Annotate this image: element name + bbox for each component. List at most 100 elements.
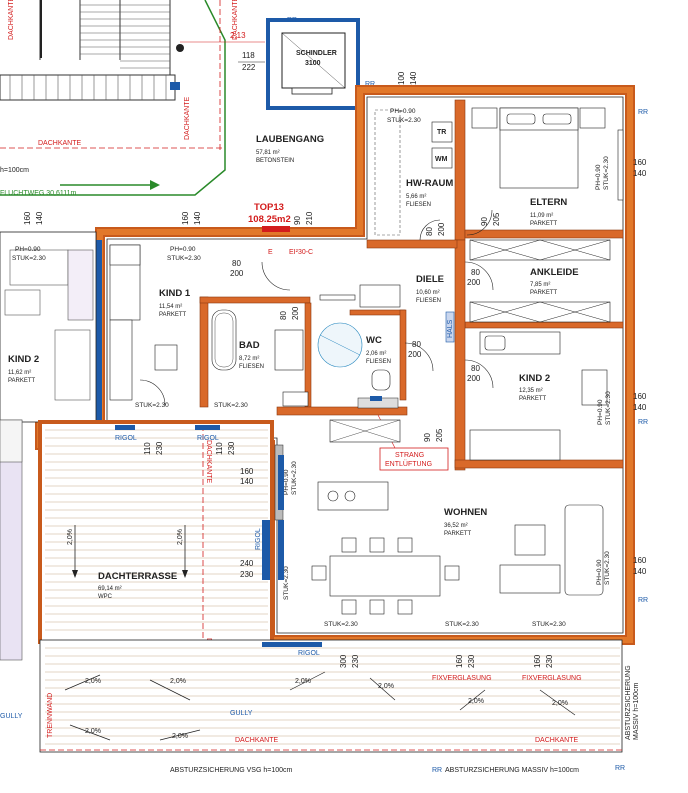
ankleide-area: 7,85 m² [530,282,550,288]
stuk-wohnen-5: STUK=2.30 [604,551,611,585]
dim-140-kind2: 140 [633,403,647,412]
strang-label-1: STRANG [395,452,424,459]
rr-kind2: RR [638,419,648,426]
wohnen-floor: PARKETT [444,531,472,537]
dim-230-lower-3: 230 [545,654,554,668]
dim-160-terrace: 160 [240,467,254,476]
kind2-right-area: 12,35 m² [519,388,543,394]
dim-140-kind1: 140 [193,211,202,225]
slope-lower-3: 2,0% [295,678,311,685]
strang-label-2: ENTLÜFTUNG [385,460,432,468]
rr-label-elevator-2: RR [365,81,375,88]
fixverglasung-2: FIXVERGLASUNG [522,675,582,682]
bad-name: BAD [239,340,260,351]
dachkante-bottom-1: DACHKANTE [235,737,279,744]
elevator-dim-red: 2,13 [230,31,246,40]
dim-200-wc: 200 [408,350,422,359]
stuk-kind1: STUK=2.30 [167,255,201,262]
dim-160-left: 160 [23,211,32,225]
wm-label: WM [435,156,448,163]
dim-160-kind1: 160 [181,211,190,225]
slope-lower-2: 2,0% [170,678,186,685]
dim-200-bad: 200 [291,306,300,320]
dim-200-hw: 200 [437,222,446,236]
dachkante-label-4: DACHKANTE [232,0,239,40]
neighbor-room: KIND 2 11,62 m² PARKETT [0,231,97,661]
dim-205-kind2: 205 [435,428,444,442]
bad-area: 8,72 m² [239,356,259,362]
hw-raum-area: 5,66 m² [406,194,426,200]
rigol-lower: RIGOL [298,650,320,657]
dachterrasse-name: DACHTERRASSE [98,571,177,582]
wohnen: WOHNEN 36,52 m² PARKETT STUK=2.30 STUK=2… [278,419,647,628]
dim-205-eltern: 205 [492,212,501,226]
elevator-name: SCHINDLER [296,50,337,57]
kind1: KIND 1 11,54 m² PARKETT PH=0.90 STUK=2.3… [12,211,202,409]
wc-area: 2,06 m² [366,351,386,357]
dim-140-hw: 140 [409,71,418,85]
stuk-wohnen-4: STUK=2.30 [283,566,290,600]
wc-floor: FLIESEN [366,359,391,365]
dim-80-ankleide: 80 [471,268,480,277]
ph-kind2: PH=0.90 [597,399,604,425]
kind2-left-name: KIND 2 [8,354,39,365]
dim-140-left: 140 [35,211,44,225]
hals-label: HALS [447,319,454,338]
laubengang-edge [0,0,226,196]
rr-bottom: RR [615,765,625,772]
ei30-label: EI²30-C [289,249,313,256]
dim-230-lower-2: 230 [467,654,476,668]
stuk-hw: STUK=2.30 [387,117,421,124]
dachkante-terrace-1: DACHKANTE [205,440,212,484]
dachkante-top: DACHKANTE DACHKANTE DACHKANTE DACHKANTE [0,0,239,150]
kind2-left-floor: PARKETT [8,378,36,384]
dim-160-wohnen: 160 [633,556,647,565]
wc: WC 2,06 m² FLIESEN 80 200 [317,322,434,401]
dachkante-label-1: DACHKANTE [38,140,82,147]
dim-230-terrace: 230 [240,570,254,579]
elevator-dim-top: 118 [242,51,255,60]
dim-230-terrace-3: 230 [227,441,236,455]
ph-eltern: PH=0.90 [595,164,602,190]
tr-label: TR [437,129,446,136]
bad-floor: FLIESEN [239,364,264,370]
slope-lower-8: 2,0% [172,733,188,740]
width-label: h=100cm [0,167,29,174]
dim-140-wohnen: 140 [633,567,647,576]
kind1-name: KIND 1 [159,288,191,299]
dim-80-entry: 80 [232,259,241,268]
kind2-right: KIND 2 12,35 m² PARKETT 80 200 PH=0.90 S… [423,331,647,461]
dachkante-bottom-2: DACHKANTE [535,737,579,744]
bad: BAD 8,72 m² FLIESEN 80 200 STUK=2.30 [211,306,309,409]
laubengang-floor: BETONSTEIN [256,158,294,164]
rigol-1: RIGOL [115,435,137,442]
fluchtweg-label: FLUCHTWEG 30,6111m [0,190,77,197]
stuk-kind1-b: STUK=2.30 [135,402,169,409]
diele-name: DIELE [416,274,444,285]
dim-160-kind2: 160 [633,392,647,401]
fixverglasung-1: FIXVERGLASUNG [432,675,492,682]
entrance: TOP13 108.25m2 90 210 E EI²30-C 80 200 [230,202,314,291]
laubengang-room: LAUBENGANG 57,81 m² BETONSTEIN [256,134,324,164]
dim-90-kind2: 90 [423,433,432,442]
dim-160-lower-2: 160 [533,654,542,668]
ankleide-floor: PARKETT [530,290,558,296]
dim-200-ankleide: 200 [467,278,481,287]
ankleide: ANKLEIDE 7,85 m² PARKETT 80 200 [464,239,611,323]
dim-200-kind2: 200 [467,374,481,383]
kind2-right-name: KIND 2 [519,373,550,384]
rigol-2: RIGOL [197,435,219,442]
dim-160-eltern: 160 [633,158,647,167]
rr-wohnen: RR [638,597,648,604]
rr-label-elevator: RR [287,17,297,24]
eltern-floor: PARKETT [530,221,558,227]
dim-80-bad: 80 [279,311,288,320]
drain-marker [170,82,180,90]
dachkante-label-2: DACHKANTE [184,96,191,140]
dim-80-hw: 80 [425,227,434,236]
elevator-dim-bottom: 222 [242,63,256,72]
dim-160-lower: 160 [455,654,464,668]
hw-raum: TR WM HW-RAUM 5,66 m² FLIESEN PH=0.90 ST… [374,71,453,241]
hw-raum-floor: FLIESEN [406,202,431,208]
